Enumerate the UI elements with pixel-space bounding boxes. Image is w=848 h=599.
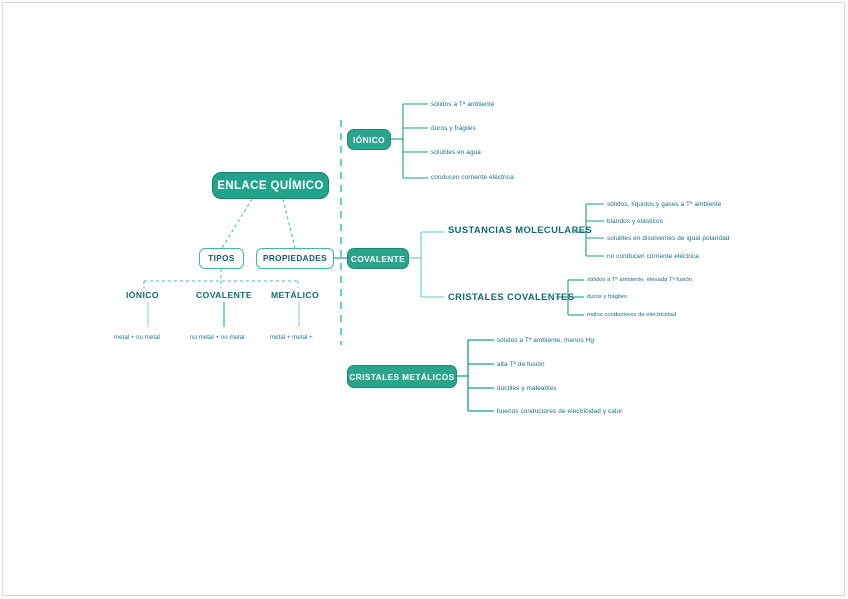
leaf-sustancias-2: blandos y elásticos — [607, 218, 663, 225]
leaf-cristales-cov-1: sólidos a Tª ambiente, elevada Tª fusión — [587, 277, 692, 283]
node-prop-ionico[interactable]: IÓNICO — [347, 129, 391, 150]
formula-covalente: no metal + no metal — [190, 334, 245, 341]
leaf-sustancias-1: sólidos, líquidos y gases a Tª ambiente — [607, 201, 722, 208]
label-cristales-covalentes: CRISTALES COVALENTES — [448, 291, 575, 302]
node-propiedades[interactable]: PROPIEDADES — [256, 248, 334, 269]
type-label-covalente: COVALENTE — [196, 290, 252, 300]
leaf-ionico-3: solubles en agua — [431, 149, 481, 156]
node-tipos[interactable]: TIPOS — [199, 248, 244, 269]
leaf-cristales-cov-3: malos conductores de electricidad — [587, 312, 677, 318]
leaf-metalicos-2: alta Tª de fusión — [497, 361, 545, 368]
root-node-enlace-quimico[interactable]: ENLACE QUÍMICO — [212, 172, 329, 199]
leaf-cristales-cov-2: duros y frágiles — [587, 294, 627, 300]
formula-metalico: metal + metal + — [270, 334, 313, 341]
leaf-ionico-1: sólidos a Tª ambiente — [431, 101, 495, 108]
node-prop-covalente[interactable]: COVALENTE — [347, 248, 409, 269]
leaf-sustancias-4: no conducen corriente eléctrica — [607, 253, 699, 260]
type-label-metalico: METÁLICO — [271, 290, 320, 300]
leaf-metalicos-3: dúctiles y maleables — [497, 385, 557, 392]
leaf-sustancias-3: solubles en disolventes de igual polarid… — [607, 235, 730, 242]
leaf-metalicos-4: buenos conductores de electricidad y cal… — [497, 408, 623, 415]
leaf-metalicos-1: sólidos a Tª ambiente, menos Hg — [497, 337, 594, 344]
leaf-ionico-4: conducen corriente eléctrica — [431, 174, 514, 181]
label-sustancias-moleculares: SUSTANCIAS MOLECULARES — [448, 224, 593, 235]
formula-ionico: metal + no metal — [114, 334, 160, 341]
node-prop-cristales-metalicos[interactable]: CRISTALES METÁLICOS — [347, 365, 457, 388]
type-label-ionico: IÓNICO — [126, 290, 159, 300]
leaf-ionico-2: duros y frágiles — [431, 125, 476, 132]
